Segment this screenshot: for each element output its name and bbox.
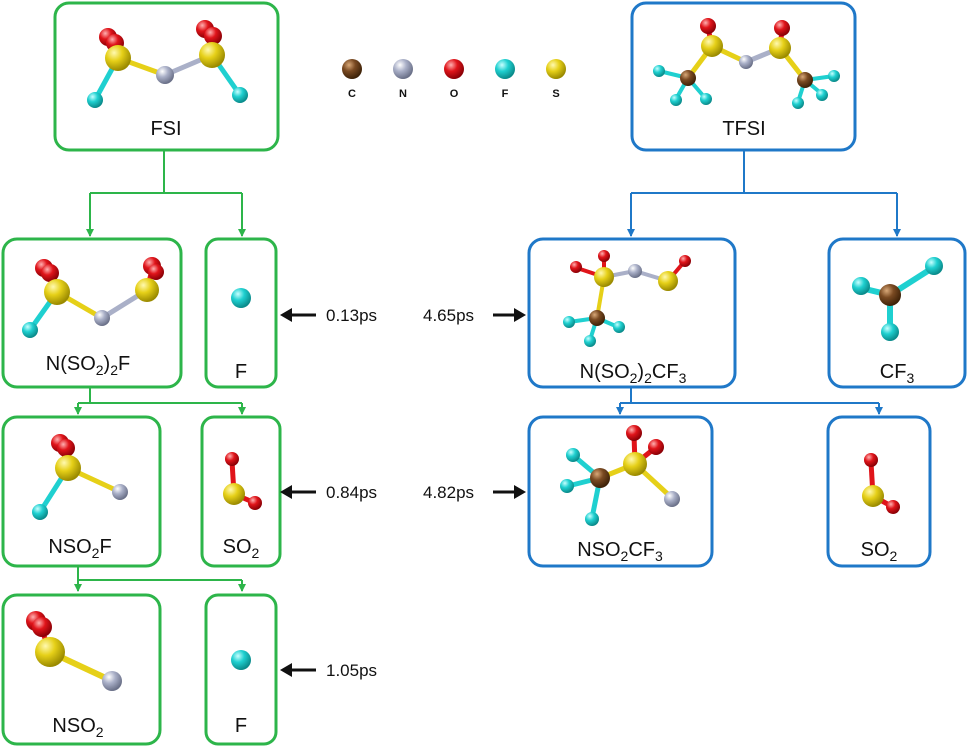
- tfsi-label: TFSI: [722, 118, 765, 140]
- fsi-time-markers: 0.13ps 0.84ps 1.05ps: [280, 306, 377, 680]
- so2-molecule-fsi: [223, 452, 262, 510]
- tfsi-step1-fragment-node: CF3: [827, 237, 967, 389]
- nso2cf3-label: NSO2CF3: [577, 539, 663, 564]
- fsi-step3-fragment-label: F: [235, 715, 247, 737]
- fsi-step1-time: 0.13ps: [326, 306, 377, 325]
- cf3-label: CF3: [880, 361, 915, 386]
- tfsi-root-node: TFSI: [630, 1, 857, 152]
- fsi-step2-time: 0.84ps: [326, 483, 377, 502]
- so2-molecule-tfsi: [862, 453, 900, 514]
- svg-text:O: O: [450, 88, 459, 100]
- tfsi-step2-time: 4.82ps: [423, 483, 474, 502]
- fsi-molecule: [87, 20, 248, 108]
- tfsi-step1-time: 4.65ps: [423, 306, 474, 325]
- svg-text:S: S: [552, 88, 559, 100]
- fsi-step3-time: 1.05ps: [326, 661, 377, 680]
- fsi-step3-fragment-node: F: [204, 593, 278, 746]
- fsi-step2-main-node: NSO2F: [1, 415, 162, 568]
- tfsi-step2-main-node: NSO2CF3: [527, 415, 714, 568]
- fsi-connectors: [74, 150, 246, 592]
- legend-item-o: O: [444, 59, 464, 100]
- svg-text:F: F: [502, 88, 509, 100]
- tfsi-time-markers: 4.65ps 4.82ps: [423, 306, 526, 502]
- cf3-molecule: [852, 257, 943, 341]
- fsi-step2-fragment-node: SO2: [200, 415, 282, 568]
- fluorine-atom: [231, 288, 251, 308]
- tfsi-step1-main-node: N(SO2)2CF3: [527, 237, 737, 389]
- atom-legend: C N O F S: [342, 59, 566, 100]
- nso2-label: NSO2: [52, 715, 103, 740]
- tfsi-step2-fragment-node: SO2: [826, 415, 932, 568]
- nso2-molecule: [26, 611, 122, 691]
- fsi-label: FSI: [150, 118, 181, 140]
- legend-item-f: F: [495, 59, 515, 100]
- svg-text:N: N: [399, 88, 407, 100]
- tfsi-connectors: [616, 150, 901, 415]
- fsi-step3-main-node: NSO2: [1, 593, 162, 746]
- fsi-root-node: FSI: [53, 1, 280, 152]
- tfsi-molecule: [653, 18, 840, 109]
- nso2cf3-molecule: [560, 425, 680, 526]
- n-so2-2-cf3-molecule: [563, 250, 691, 347]
- legend-item-c: C: [342, 59, 362, 100]
- n-so2-2-f-label: N(SO2)2F: [46, 353, 130, 378]
- nso2f-label: NSO2F: [48, 536, 111, 561]
- fsi-step1-fragment-label: F: [235, 361, 247, 383]
- svg-text:C: C: [348, 88, 356, 100]
- nso2f-molecule: [32, 434, 128, 520]
- n-so2-2-f-molecule: [22, 257, 164, 338]
- fsi-step1-fragment-node: F: [204, 237, 278, 389]
- legend-item-s: S: [546, 59, 566, 100]
- fsi-step1-main-node: N(SO2)2F: [1, 237, 183, 389]
- legend-item-n: N: [393, 59, 413, 100]
- fluorine-atom: [231, 650, 251, 670]
